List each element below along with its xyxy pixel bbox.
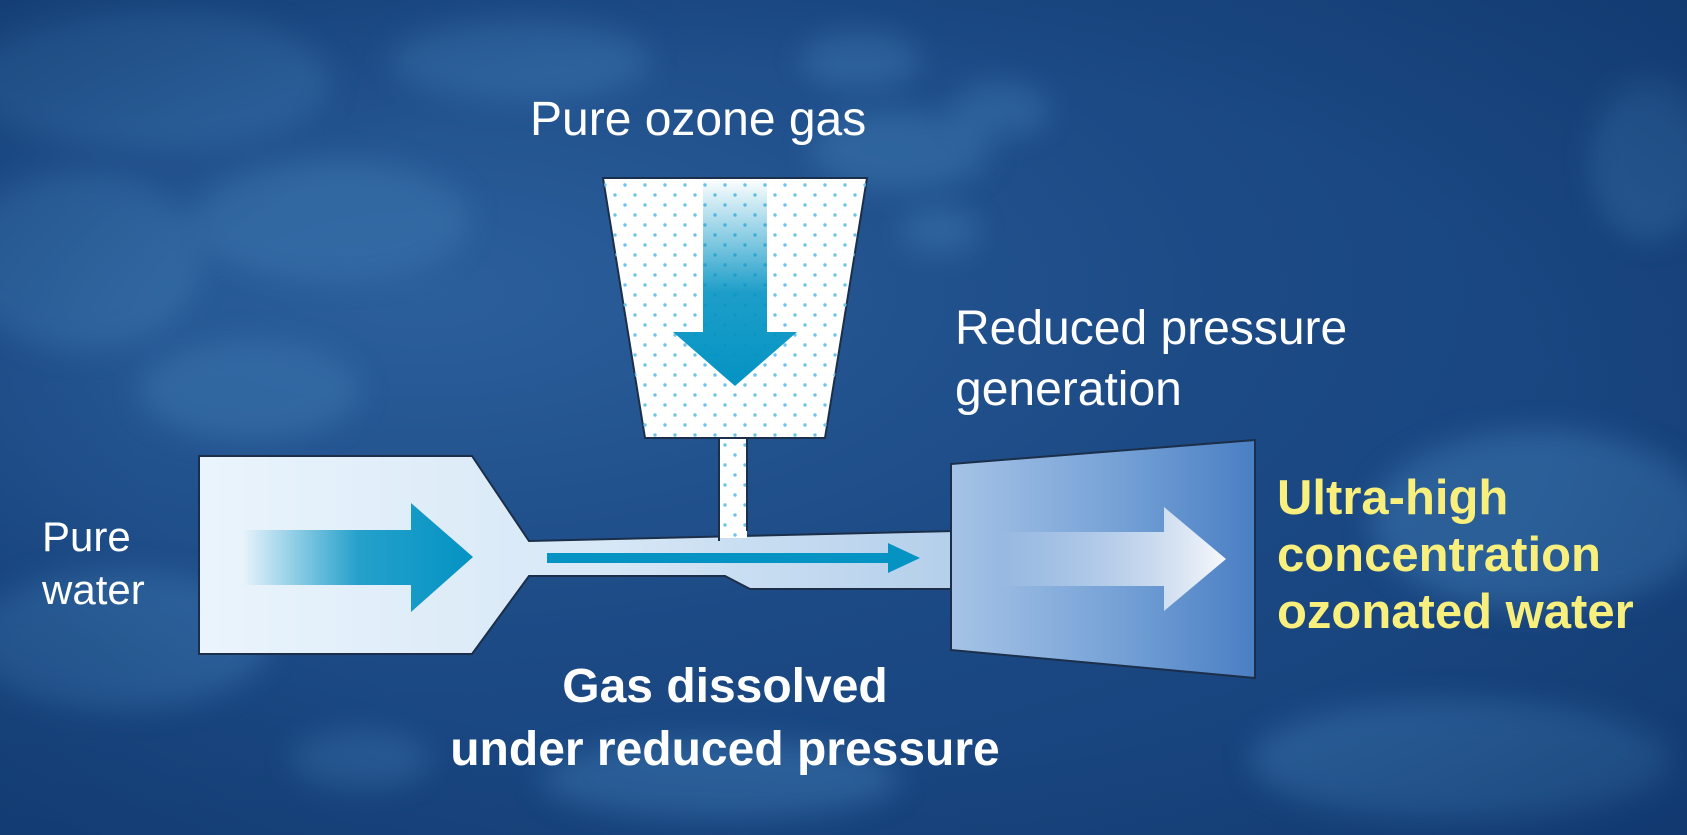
reduced-pressure-line-1: Reduced pressure <box>955 302 1348 355</box>
ozone-gas-label: Pure ozone gas <box>530 93 867 146</box>
pure-water-label: Pure water <box>42 510 145 616</box>
gas-dissolved-line-1: Gas dissolved <box>562 660 888 713</box>
gas-dissolved-line-2: under reduced pressure <box>450 723 1000 776</box>
output-line-3: ozonated water <box>1277 585 1634 639</box>
gas-dissolved-label: Gas dissolved under reduced pressure <box>400 655 1050 781</box>
pure-water-line-1: Pure <box>42 513 131 560</box>
output-line-1: Ultra-high <box>1277 471 1509 525</box>
output-line-2: concentration <box>1277 528 1601 582</box>
ozonated-water-output-label: Ultra-high concentration ozonated water <box>1277 470 1634 641</box>
pure-water-line-2: water <box>42 566 145 613</box>
reduced-pressure-label: Reduced pressure generation <box>955 298 1347 420</box>
mixing-flow-arrow <box>547 543 920 573</box>
reduced-pressure-line-2: generation <box>955 363 1182 416</box>
output-flow-arrow <box>1000 507 1226 611</box>
arrow-right-icon <box>243 503 473 612</box>
arrow-down-icon <box>673 178 797 386</box>
